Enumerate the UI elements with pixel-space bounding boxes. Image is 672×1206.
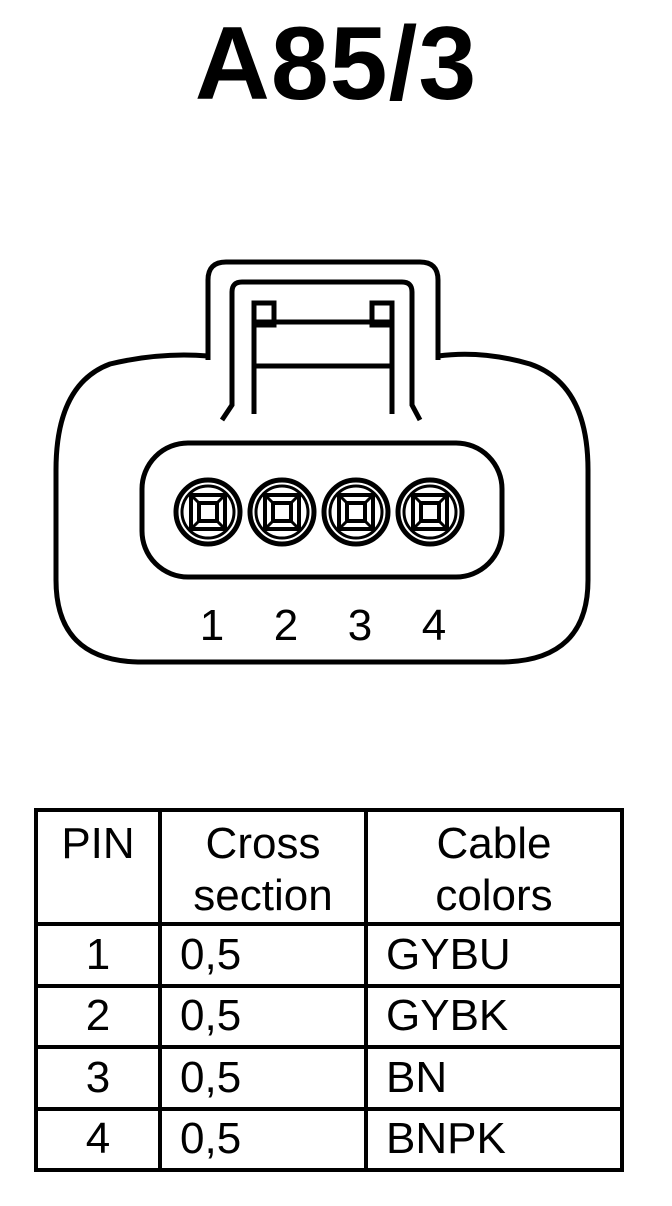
header-pin: PIN — [34, 808, 162, 926]
table-row: 3 0,5 BN — [34, 1045, 624, 1111]
cell-cable-color: BN — [364, 1045, 624, 1111]
cell-cross-section: 0,5 — [158, 1106, 368, 1172]
cell-cable-color: BNPK — [364, 1106, 624, 1172]
cell-cross-section: 0,5 — [158, 1045, 368, 1111]
pin-number-label: 3 — [348, 601, 372, 650]
cell-pin: 4 — [34, 1106, 162, 1172]
cell-cable-color: GYBU — [364, 922, 624, 988]
cell-cable-color: GYBK — [364, 983, 624, 1049]
cell-pin: 3 — [34, 1045, 162, 1111]
latch-bar — [251, 319, 395, 369]
pin-number-label: 2 — [274, 601, 298, 650]
connector-pin-4: 4 — [395, 477, 465, 650]
cell-pin: 1 — [34, 922, 162, 988]
table-row: 1 0,5 GYBU — [34, 922, 624, 988]
connector-pin-3: 3 — [321, 477, 391, 650]
housing-outline — [53, 351, 591, 665]
table-row: 2 0,5 GYBK — [34, 983, 624, 1049]
pin-number-label: 4 — [422, 601, 446, 650]
cell-cross-section: 0,5 — [158, 922, 368, 988]
connector-pin-2: 2 — [247, 477, 317, 650]
connector-diagram: 1 2 3 4 — [53, 259, 591, 665]
cell-cross-section: 0,5 — [158, 983, 368, 1049]
latch-tab — [205, 259, 441, 360]
connector-title: A85/3 — [194, 6, 478, 122]
pin-number-label: 1 — [200, 601, 224, 650]
latch-inner — [219, 279, 423, 422]
table-row: 4 0,5 BNPK — [34, 1106, 624, 1172]
pin-cavity — [139, 440, 505, 580]
cell-pin: 2 — [34, 983, 162, 1049]
connector-pin-1: 1 — [173, 477, 243, 650]
